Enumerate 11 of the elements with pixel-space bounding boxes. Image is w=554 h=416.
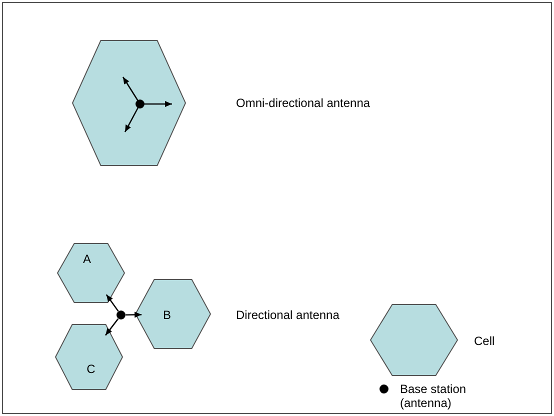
arrow xyxy=(126,312,142,318)
sector-label: A xyxy=(82,252,92,266)
caption-text: Directional antenna xyxy=(236,308,340,322)
caption-text: Omni-directional antenna xyxy=(236,96,370,110)
legend-text: Base station (antenna) xyxy=(400,382,468,410)
arrow xyxy=(106,294,119,312)
base-station-dot xyxy=(116,310,126,320)
sector-label: B xyxy=(162,308,172,322)
arrow xyxy=(104,318,119,336)
sector-label: C xyxy=(86,362,96,376)
legend-text: Cell xyxy=(474,334,495,348)
